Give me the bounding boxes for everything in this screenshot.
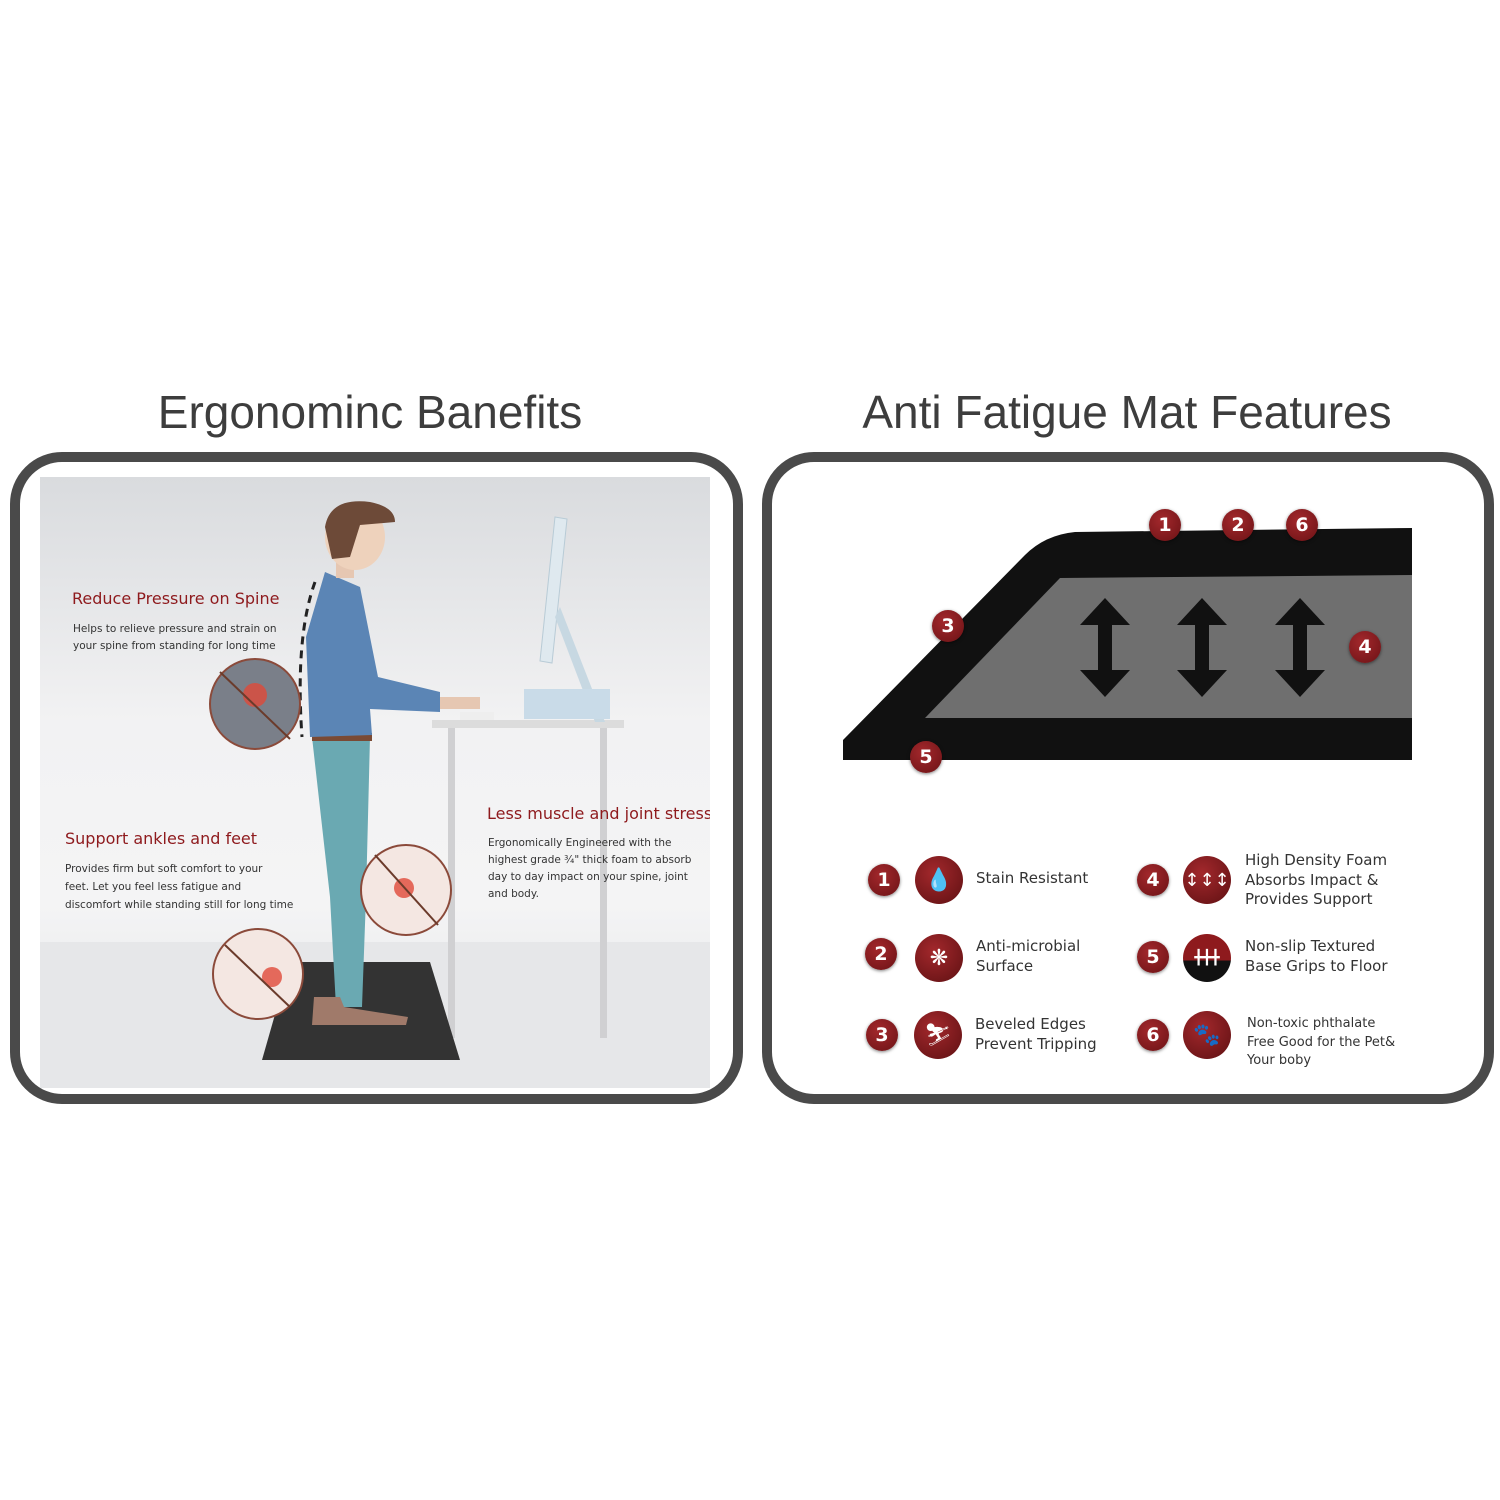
section-text: Provides firm but soft comfort to your f… xyxy=(65,863,294,911)
feature-number: 1 xyxy=(868,864,900,896)
feature-number: 2 xyxy=(865,938,897,970)
desk-top xyxy=(432,720,624,728)
slip-fall-icon: ⛷ xyxy=(914,1011,962,1059)
monitor xyxy=(539,516,568,664)
grip-texture-icon: ╋╋╋ xyxy=(1183,934,1231,982)
foot-pain-circle xyxy=(212,928,304,1020)
diagram-badge: 4 xyxy=(1349,631,1381,663)
diagram-badge: 3 xyxy=(932,610,964,642)
section-heading: Reduce Pressure on Spine xyxy=(72,589,280,608)
diagram-badge: 1 xyxy=(1149,509,1181,541)
water-drop-icon: 💧 xyxy=(915,856,963,904)
ergonomic-illustration: Reduce Pressure on Spine Helps to reliev… xyxy=(40,477,710,1088)
section-text: Helps to relieve pressure and strain on … xyxy=(73,623,277,652)
diagram-badge: 6 xyxy=(1286,509,1318,541)
section-heading: Support ankles and feet xyxy=(65,829,258,848)
feature-number: 6 xyxy=(1137,1019,1169,1051)
compression-arrows xyxy=(1080,598,1325,697)
diagram-badge: 5 xyxy=(910,741,942,773)
section-text: Ergonomically Engineered with the highes… xyxy=(488,837,692,900)
right-title: Anti Fatigue Mat Features xyxy=(862,386,1392,438)
paw-icon: 🐾 xyxy=(1183,1011,1231,1059)
feature-number: 3 xyxy=(866,1019,898,1051)
feature-text: Stain Resistant xyxy=(976,869,1089,887)
papers xyxy=(524,689,610,719)
feature-number: 5 xyxy=(1137,941,1169,973)
feature-number: 4 xyxy=(1137,864,1169,896)
microbe-icon: ❋ xyxy=(915,934,963,982)
left-title: Ergonominc Banefits xyxy=(157,386,583,438)
section-heading: Less muscle and joint stress xyxy=(487,804,710,823)
vertical-arrows-icon: ↕↕↕ xyxy=(1183,856,1231,904)
standing-person-illustration xyxy=(40,501,710,1088)
diagram-badge: 2 xyxy=(1222,509,1254,541)
